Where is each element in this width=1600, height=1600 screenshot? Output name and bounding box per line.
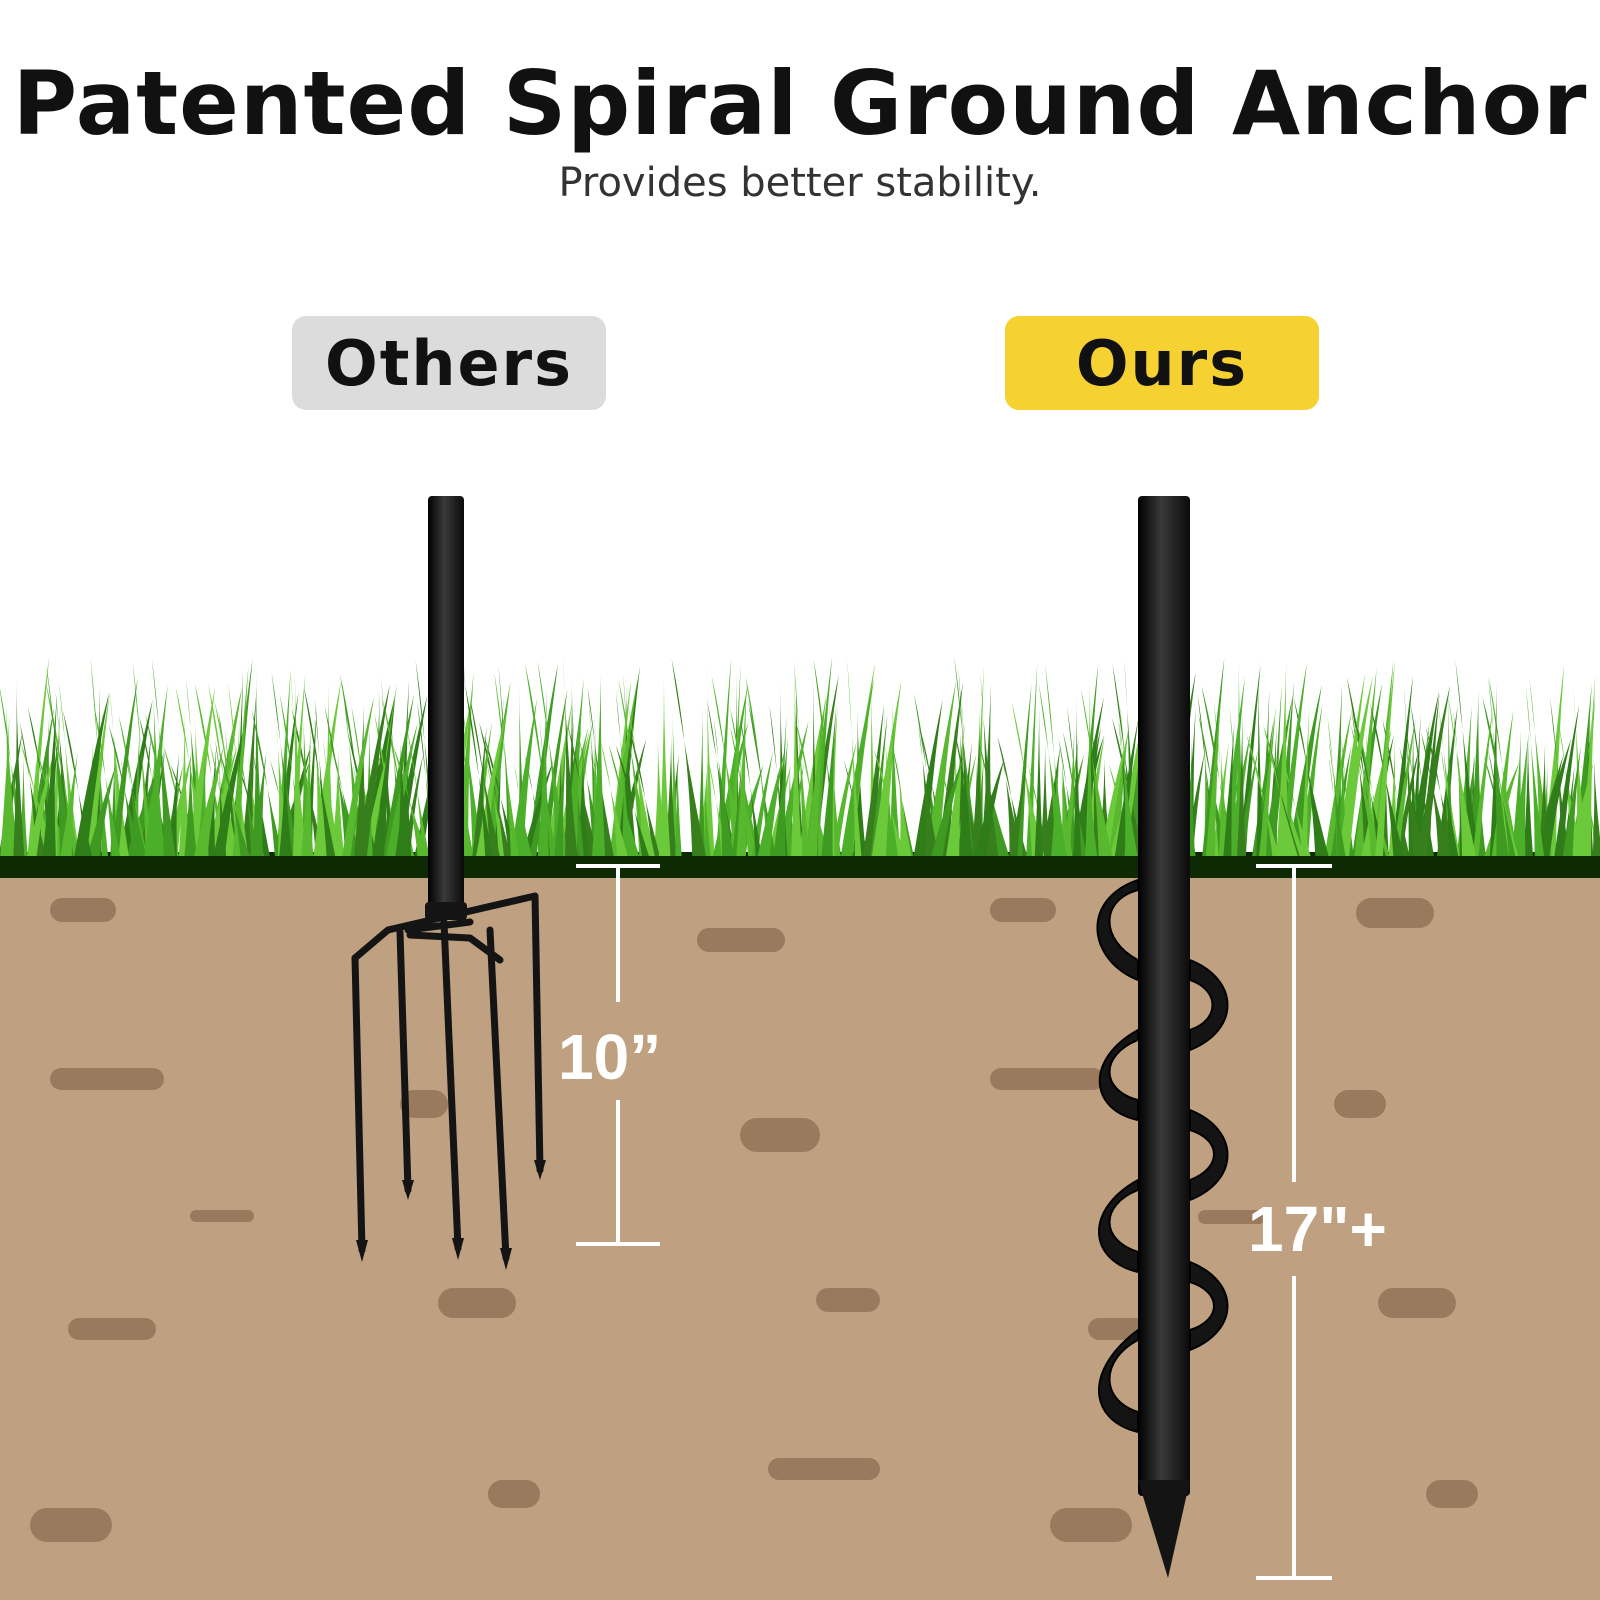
measure-bracket-ours (1256, 864, 1332, 1580)
measure-bracket-others (576, 864, 660, 1246)
page-subtitle: Provides better stability. (558, 160, 1042, 206)
grass (0, 656, 1600, 856)
pitchfork-anchor-icon (351, 496, 546, 1270)
soil-pebbles (30, 898, 1478, 1542)
ground-line (0, 852, 1600, 878)
ours-depth-label: 17"+ (1248, 1193, 1387, 1265)
others-depth-label: 10” (558, 1021, 662, 1093)
ours-badge: Ours (1005, 316, 1319, 410)
page-title: Patented Spiral Ground Anchor (12, 52, 1588, 155)
spiral-anchor-icon (1096, 496, 1229, 1578)
others-badge: Others (292, 316, 606, 410)
